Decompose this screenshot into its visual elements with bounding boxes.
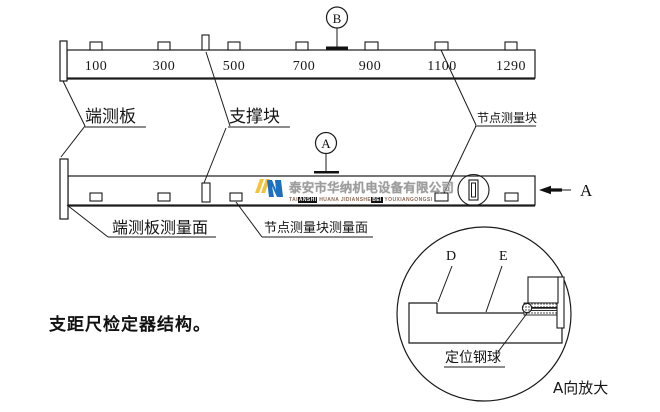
steel-ball: [521, 302, 533, 314]
support-block-side: [201, 182, 211, 203]
section-mark-B: [325, 6, 349, 50]
latin-seg-highlight: ANSHI: [297, 196, 318, 203]
detail-base: [408, 302, 563, 344]
view-arrow-label-a: A: [580, 181, 593, 200]
huana-logo-icon: [255, 179, 283, 197]
support-block-top: [201, 34, 210, 51]
section-label-a: A: [321, 136, 331, 151]
view-arrow-A: [539, 185, 571, 195]
label-end-plate: 端测板: [85, 107, 136, 127]
scale-mark-100: 100: [84, 59, 108, 74]
detail-label-e: E: [499, 249, 508, 264]
leader-lines: [60, 49, 536, 238]
detail-label-d: D: [446, 249, 457, 264]
end-plate-side: [59, 158, 69, 220]
section-mark-A: [314, 131, 339, 174]
latin-seg: HUANA JIDIANSHE: [317, 196, 372, 203]
detail-block: [527, 276, 559, 304]
scale-mark-500: 500: [222, 59, 246, 74]
label-steel-ball: 定位钢球: [445, 350, 501, 366]
detail-circle: [396, 226, 572, 402]
latin-seg: YOUXIANGONGSI: [382, 196, 433, 203]
label-node-block: 节点测量块: [477, 111, 538, 125]
label-support-block: 支撑块: [229, 107, 280, 127]
latin-seg: TAI: [289, 196, 298, 203]
scale-mark-900: 900: [358, 59, 382, 74]
end-plate-top: [59, 40, 68, 82]
watermark-company-name: 泰安市华纳机电设备有限公司: [289, 180, 455, 195]
watermark-company-latin: TAIANSHI HUANA JIDIANSHEBEI YOUXIANGONGS…: [289, 196, 454, 203]
detail-source-block: [457, 173, 490, 207]
detail-view-caption: A向放大: [553, 379, 609, 397]
figure-title: 支距尺检定器结构。: [49, 315, 211, 335]
label-end-plate-surface: 端测板测量面: [112, 218, 209, 237]
node-blocks-top: [89, 41, 518, 51]
node-blocks-side: [89, 192, 519, 202]
scale-mark-300: 300: [152, 59, 176, 74]
latin-seg-highlight: BEI: [371, 196, 383, 203]
detail-view: [396, 226, 572, 402]
section-label-b: B: [332, 11, 342, 26]
label-node-block-surface: 节点测量块测量面: [264, 221, 369, 236]
company-watermark: 泰安市华纳机电设备有限公司 TAIANSHI HUANA JIDIANSHEBE…: [251, 177, 455, 203]
scale-mark-700: 700: [292, 59, 316, 74]
top-bar-assembly: [59, 6, 536, 82]
scale-mark-1290: 1290: [496, 59, 526, 74]
scale-mark-1100: 1100: [427, 59, 457, 74]
